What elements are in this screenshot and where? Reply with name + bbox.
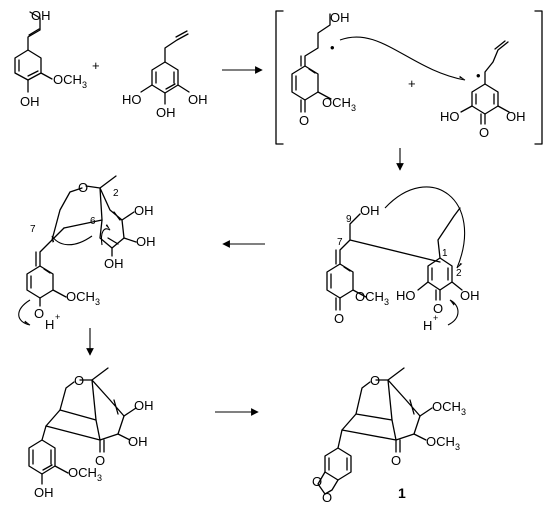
position-number-2: 2 <box>113 188 119 199</box>
methoxy-group: OCH 3 <box>322 95 356 113</box>
label-oh: OH <box>360 203 380 218</box>
label-subscript-3: 3 <box>82 80 87 90</box>
label-och3: OCH <box>432 399 461 414</box>
label-oh: OH <box>136 234 156 249</box>
label-oh: OH <box>134 203 154 218</box>
label-oh: OH <box>104 256 124 271</box>
radical-dot: • <box>330 40 335 55</box>
methoxy-group: OCH 3 <box>66 289 100 307</box>
label-oh: OH <box>188 92 208 107</box>
label-och3: OCH <box>322 95 351 110</box>
curly-arrow-enolization <box>18 299 31 326</box>
position-number-2: 2 <box>456 268 462 279</box>
position-number-1: 1 <box>442 248 448 259</box>
label-o: O <box>34 306 44 321</box>
radical-dot: • <box>476 68 481 83</box>
label-h: H <box>45 317 54 332</box>
coniferyl-alcohol-structure: OH OCH 3 OH <box>14 8 87 109</box>
label-oh: OH <box>128 434 148 449</box>
label-och3: OCH <box>53 72 82 87</box>
label-o-ring: O <box>74 373 84 388</box>
compound-1-structure: O O OCH 3 OCH 3 O O 1 <box>312 367 466 505</box>
label-och3: OCH <box>426 434 455 449</box>
label-subscript-3: 3 <box>97 473 102 483</box>
label-subscript-3: 3 <box>461 407 466 417</box>
proton: H + <box>423 313 438 333</box>
position-number-9: 9 <box>346 214 352 225</box>
position-number-7: 7 <box>337 237 343 248</box>
label-subscript-3: 3 <box>455 442 460 452</box>
label-o: O <box>299 113 309 128</box>
label-och3: OCH <box>355 289 384 304</box>
label-o: O <box>391 453 401 468</box>
label-o: O <box>312 474 322 489</box>
label-oh: OH <box>34 485 54 500</box>
label-ho: HO <box>440 109 460 124</box>
curly-arrow-ring-closure <box>100 223 111 246</box>
compound-label: 1 <box>398 485 406 501</box>
label-subscript-3: 3 <box>351 103 356 113</box>
label-o-ring: O <box>370 373 380 388</box>
proton: H + <box>45 312 60 332</box>
methoxy-group: OCH 3 <box>53 72 87 90</box>
methoxy-group: OCH 3 <box>432 399 466 417</box>
radical-coupling-arrow <box>339 36 466 81</box>
label-o: O <box>95 453 105 468</box>
plus-sign: + <box>408 76 416 91</box>
hydroxychavicol-structure: HO OH OH <box>122 30 208 120</box>
label-subscript-3: 3 <box>95 297 100 307</box>
plus-sign: + <box>92 58 100 73</box>
label-oh: OH <box>506 109 526 124</box>
radical-intermediates-bracket: OH • O OCH 3 + • HO OH O <box>275 10 543 145</box>
label-o: O <box>322 490 332 505</box>
coupled-intermediate: OH O OCH 3 HO OH O H + 9 7 1 2 <box>326 186 480 333</box>
methoxy-group: OCH 3 <box>426 434 460 452</box>
methoxy-group: OCH 3 <box>355 289 389 307</box>
curly-arrow-tautomerization <box>447 299 459 326</box>
label-oh: OH <box>20 94 40 109</box>
label-o: O <box>433 301 443 316</box>
label-och3: OCH <box>66 289 95 304</box>
label-och3: OCH <box>68 465 97 480</box>
label-oh: OH <box>156 105 176 120</box>
label-o: O <box>479 125 489 140</box>
quinone-methide-radical: OH • O OCH 3 <box>291 10 356 128</box>
label-oh: OH <box>460 288 480 303</box>
label-o-ring: O <box>78 180 88 195</box>
label-ho: HO <box>122 92 142 107</box>
methoxy-group: OCH 3 <box>68 465 102 483</box>
label-h: H <box>423 318 432 333</box>
tricyclic-product: O OH OH O OCH 3 OH <box>28 367 154 500</box>
label-oh: OH <box>31 8 51 23</box>
label-oh: OH <box>330 10 350 25</box>
cyclized-intermediate: O OH OH OH O H + OCH 3 2 6 7 <box>18 175 156 332</box>
allylphenol-radical: • HO OH O <box>440 40 526 140</box>
position-number-6: 6 <box>90 216 96 227</box>
curly-arrow-bond-formation <box>51 235 93 246</box>
label-oh: OH <box>134 398 154 413</box>
label-o: O <box>334 311 344 326</box>
label-ho: HO <box>396 288 416 303</box>
label-subscript-3: 3 <box>384 297 389 307</box>
label-superscript-plus: + <box>55 312 60 322</box>
curly-arrow-cyclization <box>384 186 466 269</box>
position-number-7: 7 <box>30 224 36 235</box>
label-superscript-plus: + <box>433 313 438 323</box>
